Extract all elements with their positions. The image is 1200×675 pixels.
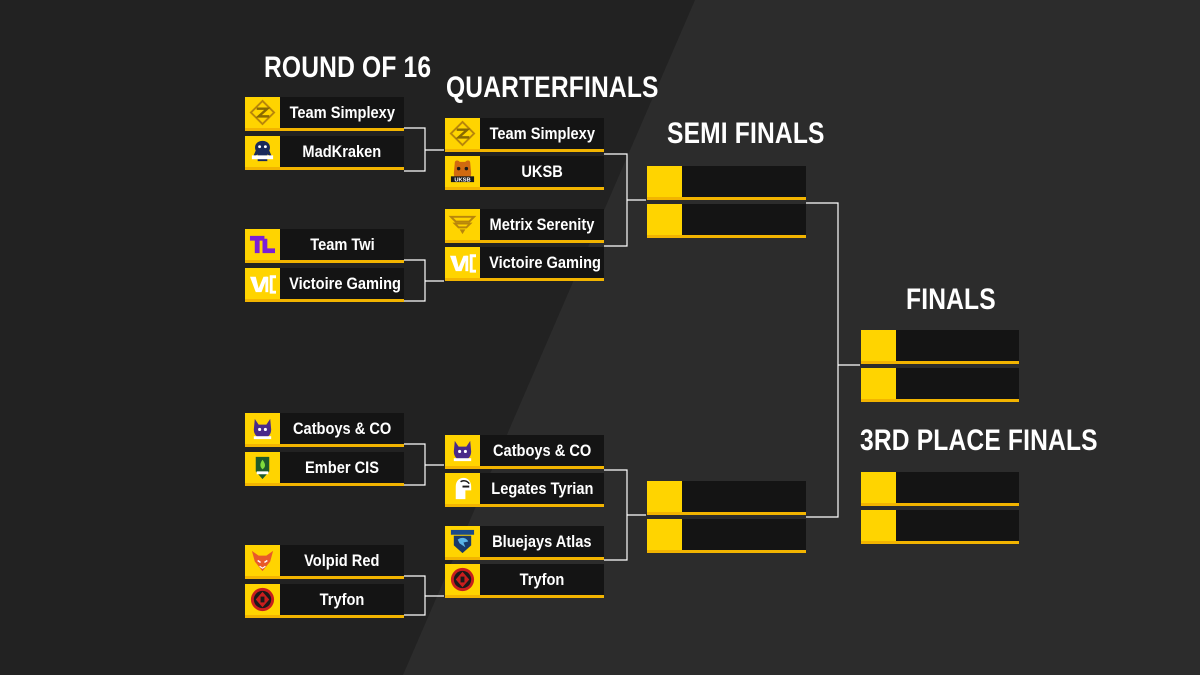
qf-slot-bluejays-atlas[interactable]: Bluejays Atlas xyxy=(445,526,604,560)
teamtwi-logo-icon xyxy=(245,229,280,260)
connector-r16-qf-3 xyxy=(404,443,444,486)
volpid-logo-icon xyxy=(245,545,280,576)
team-name: Team Simplexy xyxy=(489,124,595,143)
connector-r16-qf-2 xyxy=(404,259,444,302)
qf-slot-team-simplexy[interactable]: Team Simplexy xyxy=(445,118,604,152)
empty-logo-slot xyxy=(861,472,896,503)
sf-slot-2[interactable] xyxy=(647,204,806,238)
third-place-slot-2[interactable] xyxy=(861,510,1019,544)
r16-slot-tryfon[interactable]: Tryfon xyxy=(245,584,404,618)
team-name: UKSB xyxy=(521,162,563,181)
sf-slot-4[interactable] xyxy=(647,519,806,553)
finals-slot-2[interactable] xyxy=(861,368,1019,402)
team-name: Metrix Serenity xyxy=(489,215,595,234)
heading-quarterfinals: QUARTERFINALS xyxy=(446,71,659,104)
team-name: Tryfon xyxy=(319,590,365,609)
connector-r16-qf-1 xyxy=(404,127,444,172)
team-name xyxy=(896,510,1019,541)
team-name xyxy=(682,166,806,197)
team-name: MadKraken xyxy=(302,142,382,161)
metrix-logo-icon xyxy=(445,209,480,240)
r16-slot-madkraken[interactable]: MadKraken xyxy=(245,136,404,170)
empty-logo-slot xyxy=(647,204,682,235)
team-name xyxy=(682,519,806,550)
heading-finals: FINALS xyxy=(906,283,996,316)
empty-logo-slot xyxy=(861,368,896,399)
team-name: Tryfon xyxy=(519,570,565,589)
qf-slot-uksb[interactable]: UKSB UKSB xyxy=(445,156,604,190)
qf-slot-victoire-gaming[interactable]: Victoire Gaming xyxy=(445,247,604,281)
qf-slot-metrix-serenity[interactable]: Metrix Serenity xyxy=(445,209,604,243)
madkraken-logo-icon xyxy=(245,136,280,167)
team-name xyxy=(896,368,1019,399)
r16-slot-victoire-gaming[interactable]: Victoire Gaming xyxy=(245,268,404,302)
qf-slot-catboys[interactable]: Catboys & CO xyxy=(445,435,604,469)
ember-logo-icon xyxy=(245,452,280,483)
team-name: Victoire Gaming xyxy=(289,274,401,293)
simplexy-logo-icon xyxy=(445,118,480,149)
team-name: Team Twi xyxy=(309,235,375,254)
third-place-slot-1[interactable] xyxy=(861,472,1019,506)
legates-logo-icon xyxy=(445,473,480,504)
team-name xyxy=(896,330,1019,361)
qf-slot-tryfon[interactable]: Tryfon xyxy=(445,564,604,598)
empty-logo-slot xyxy=(647,519,682,550)
simplexy-logo-icon xyxy=(245,97,280,128)
sf-slot-1[interactable] xyxy=(647,166,806,200)
heading-semi-finals: SEMI FINALS xyxy=(667,117,825,150)
victoire-logo-icon xyxy=(245,268,280,299)
team-name: Victoire Gaming xyxy=(489,253,601,272)
uksb-logo-icon: UKSB xyxy=(445,156,480,187)
empty-logo-slot xyxy=(647,166,682,197)
team-name: Volpid Red xyxy=(304,551,380,570)
team-name xyxy=(682,204,806,235)
heading-third-place-finals: 3RD PLACE FINALS xyxy=(860,424,1098,457)
team-name: Team Simplexy xyxy=(289,103,395,122)
sf-slot-3[interactable] xyxy=(647,481,806,515)
catboys-logo-icon xyxy=(245,413,280,444)
heading-round-of-16: ROUND OF 16 xyxy=(264,51,432,84)
bluejays-logo-icon xyxy=(445,526,480,557)
r16-slot-ember-cis[interactable]: Ember CIS xyxy=(245,452,404,486)
tryfon-logo-icon xyxy=(445,564,480,595)
team-name: Legates Tyrian xyxy=(490,479,594,498)
connector-r16-qf-4 xyxy=(404,575,444,616)
tryfon-logo-icon xyxy=(245,584,280,615)
connector-sf-f xyxy=(806,202,860,518)
r16-slot-team-twi[interactable]: Team Twi xyxy=(245,229,404,263)
team-name xyxy=(896,472,1019,503)
team-name: Bluejays Atlas xyxy=(492,532,592,551)
connector-qf-sf-2 xyxy=(604,469,646,561)
svg-text:UKSB: UKSB xyxy=(454,178,470,184)
r16-slot-team-simplexy[interactable]: Team Simplexy xyxy=(245,97,404,131)
victoire-logo-icon xyxy=(445,247,480,278)
finals-slot-1[interactable] xyxy=(861,330,1019,364)
r16-slot-volpid-red[interactable]: Volpid Red xyxy=(245,545,404,579)
empty-logo-slot xyxy=(861,330,896,361)
qf-slot-legates-tyrian[interactable]: Legates Tyrian xyxy=(445,473,604,507)
team-name: Ember CIS xyxy=(305,458,379,477)
team-name: Catboys & CO xyxy=(492,441,592,460)
empty-logo-slot xyxy=(861,510,896,541)
team-name: Catboys & CO xyxy=(292,419,392,438)
catboys-logo-icon xyxy=(445,435,480,466)
connector-qf-sf-1 xyxy=(604,153,646,247)
r16-slot-catboys[interactable]: Catboys & CO xyxy=(245,413,404,447)
empty-logo-slot xyxy=(647,481,682,512)
team-name xyxy=(682,481,806,512)
